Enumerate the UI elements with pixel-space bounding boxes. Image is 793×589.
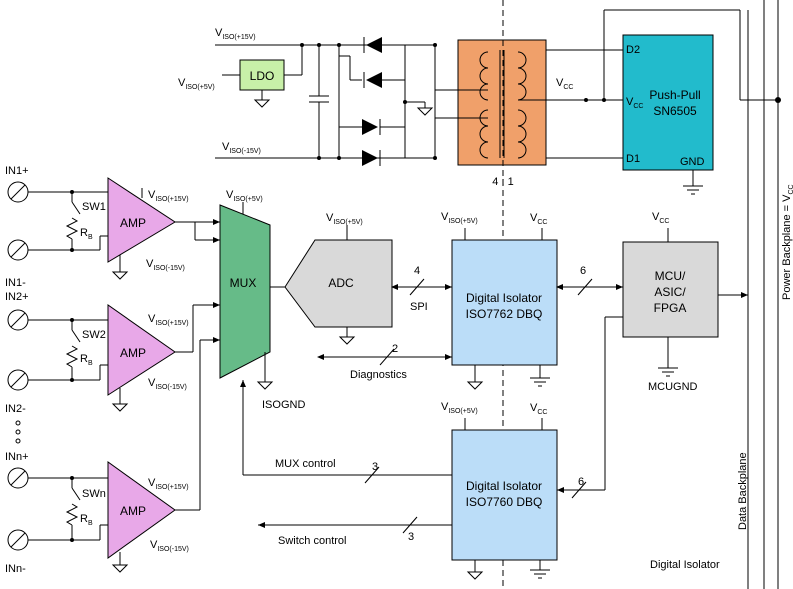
- svg-text:IN1-: IN1-: [5, 277, 26, 289]
- svg-text:VISO(-15V): VISO(-15V): [146, 258, 185, 272]
- mcu-block: VCC MCU/ ASIC/ FPGA MCUGND: [604, 211, 748, 490]
- svg-text:Power Backplane = VCC: Power Backplane = VCC: [781, 184, 793, 300]
- svg-text:IN2-: IN2-: [5, 403, 26, 415]
- svg-text:VCC: VCC: [556, 77, 573, 91]
- svg-text:VISO(+5V): VISO(+5V): [441, 211, 478, 225]
- svg-text:VISO(+15V): VISO(+15V): [148, 313, 189, 327]
- svg-text:LDO: LDO: [250, 69, 275, 83]
- digital-isolator-caption: Digital Isolator: [650, 559, 720, 571]
- svg-text:3: 3: [408, 531, 414, 543]
- svg-text:4: 4: [414, 265, 420, 277]
- svg-text:MCUGND: MCUGND: [648, 381, 698, 393]
- push-pull-driver: D2 VCC D1 GND Push-Pull SN6505: [622, 34, 714, 195]
- backplanes: Data Backplane Power Backplane = VCC: [737, 0, 793, 589]
- svg-text:VCC: VCC: [530, 402, 547, 416]
- svg-text:SW2: SW2: [82, 329, 106, 341]
- digital-isolator-7760: VISO(+5V) VCC Digital Isolator ISO7760 D…: [441, 401, 558, 580]
- svg-text:D2: D2: [626, 44, 640, 56]
- svg-text:VISO(+5V): VISO(+5V): [226, 189, 263, 203]
- svg-text:RB: RB: [80, 353, 93, 367]
- svg-text:IN2+: IN2+: [5, 291, 29, 303]
- svg-text:ASIC/: ASIC/: [654, 285, 686, 299]
- svg-text:VISO(-15V): VISO(-15V): [150, 539, 189, 553]
- svg-text:VISO(-15V): VISO(-15V): [148, 377, 187, 391]
- input-channel-1: IN1+ SW1 RB IN1- AMP VISO(+15V) VISO(-15…: [5, 165, 220, 289]
- svg-text:Digital Isolator: Digital Isolator: [466, 479, 542, 493]
- svg-text:GND: GND: [680, 156, 705, 168]
- svg-text:ISO7760 DBQ: ISO7760 DBQ: [466, 495, 543, 509]
- svg-text:VISO(+15V): VISO(+15V): [148, 189, 189, 203]
- svg-text:VISO(+15V): VISO(+15V): [148, 477, 189, 491]
- svg-text:3: 3: [372, 461, 378, 473]
- svg-text:RB: RB: [80, 227, 93, 241]
- mux-block: VISO(+5V) MUX ISOGND: [219, 189, 305, 411]
- svg-text:Digital Isolator: Digital Isolator: [466, 291, 542, 305]
- svg-text:Switch control: Switch control: [278, 535, 346, 547]
- svg-text:ADC: ADC: [328, 276, 354, 290]
- vcc-node: VCC: [546, 9, 778, 159]
- svg-text:VISO(+5V): VISO(+5V): [178, 77, 215, 91]
- diagnostics-bus: 2 Diagnostics: [317, 343, 452, 381]
- svg-text:RB: RB: [80, 513, 93, 527]
- svg-text:INn-: INn-: [5, 563, 26, 575]
- svg-text:VISO(+5V): VISO(+5V): [326, 212, 363, 226]
- svg-text:AMP: AMP: [120, 346, 146, 360]
- adc-block: VISO(+5V) ADC: [284, 212, 393, 345]
- switch-control-bus: 3 Switch control: [258, 516, 452, 547]
- spi-bus: 4 SPI: [391, 265, 452, 313]
- mcu-bus-bottom: 6: [557, 476, 605, 499]
- svg-text:SPI: SPI: [410, 301, 428, 313]
- svg-text:Diagnostics: Diagnostics: [350, 369, 407, 381]
- svg-text:MUX control: MUX control: [275, 458, 336, 470]
- viso-minus15-rail: VISO(-15V): [215, 141, 435, 159]
- svg-text:SN6505: SN6505: [653, 104, 697, 118]
- svg-text:VCC: VCC: [530, 212, 547, 226]
- filter-capacitors: [309, 43, 341, 160]
- viso-plus15-rail: VISO(+15V): [215, 27, 435, 46]
- svg-text:ISO7762 DBQ: ISO7762 DBQ: [466, 307, 543, 321]
- svg-text:FPGA: FPGA: [654, 301, 687, 315]
- mux-control-bus: 3 MUX control: [240, 380, 452, 484]
- svg-text:6: 6: [578, 476, 584, 488]
- ldo-block: VISO(+5V) LDO: [178, 43, 304, 108]
- svg-text:INn+: INn+: [5, 451, 29, 463]
- svg-text:2: 2: [392, 343, 398, 355]
- rectifier-diodes: [339, 37, 458, 166]
- svg-text:6: 6: [580, 265, 586, 277]
- svg-text:Push-Pull: Push-Pull: [649, 88, 700, 102]
- svg-text:VCC: VCC: [626, 96, 643, 110]
- svg-text:VISO(-15V): VISO(-15V): [222, 141, 261, 155]
- svg-text:MUX: MUX: [230, 276, 257, 290]
- input-channel-2: IN2+ SW2 RB IN2- AMP VISO(+15V) VISO(-15…: [5, 291, 220, 415]
- svg-text:ISOGND: ISOGND: [262, 399, 305, 411]
- svg-text:SW1: SW1: [82, 201, 106, 213]
- input-channel-n: INn+ SWn RB INn- AMP VISO(+15V) VISO(-15…: [5, 337, 220, 575]
- channel-ellipsis: [15, 420, 21, 444]
- svg-text:VCC: VCC: [652, 211, 669, 225]
- svg-text:IN1+: IN1+: [5, 165, 29, 177]
- svg-text:SWn: SWn: [82, 488, 106, 500]
- svg-text:VISO(+5V): VISO(+5V): [441, 401, 478, 415]
- svg-text:VISO(+15V): VISO(+15V): [215, 27, 256, 41]
- digital-isolator-7762: VISO(+5V) VCC Digital Isolator ISO7762 D…: [441, 211, 558, 390]
- svg-text:MCU/: MCU/: [655, 269, 686, 283]
- svg-text:D1: D1: [626, 153, 640, 165]
- mcu-bus-top: 6: [556, 265, 623, 296]
- svg-text:Data Backplane: Data Backplane: [737, 452, 749, 530]
- transformer: 4 : 1: [457, 39, 547, 188]
- svg-text:AMP: AMP: [120, 504, 146, 518]
- svg-text:AMP: AMP: [120, 216, 146, 230]
